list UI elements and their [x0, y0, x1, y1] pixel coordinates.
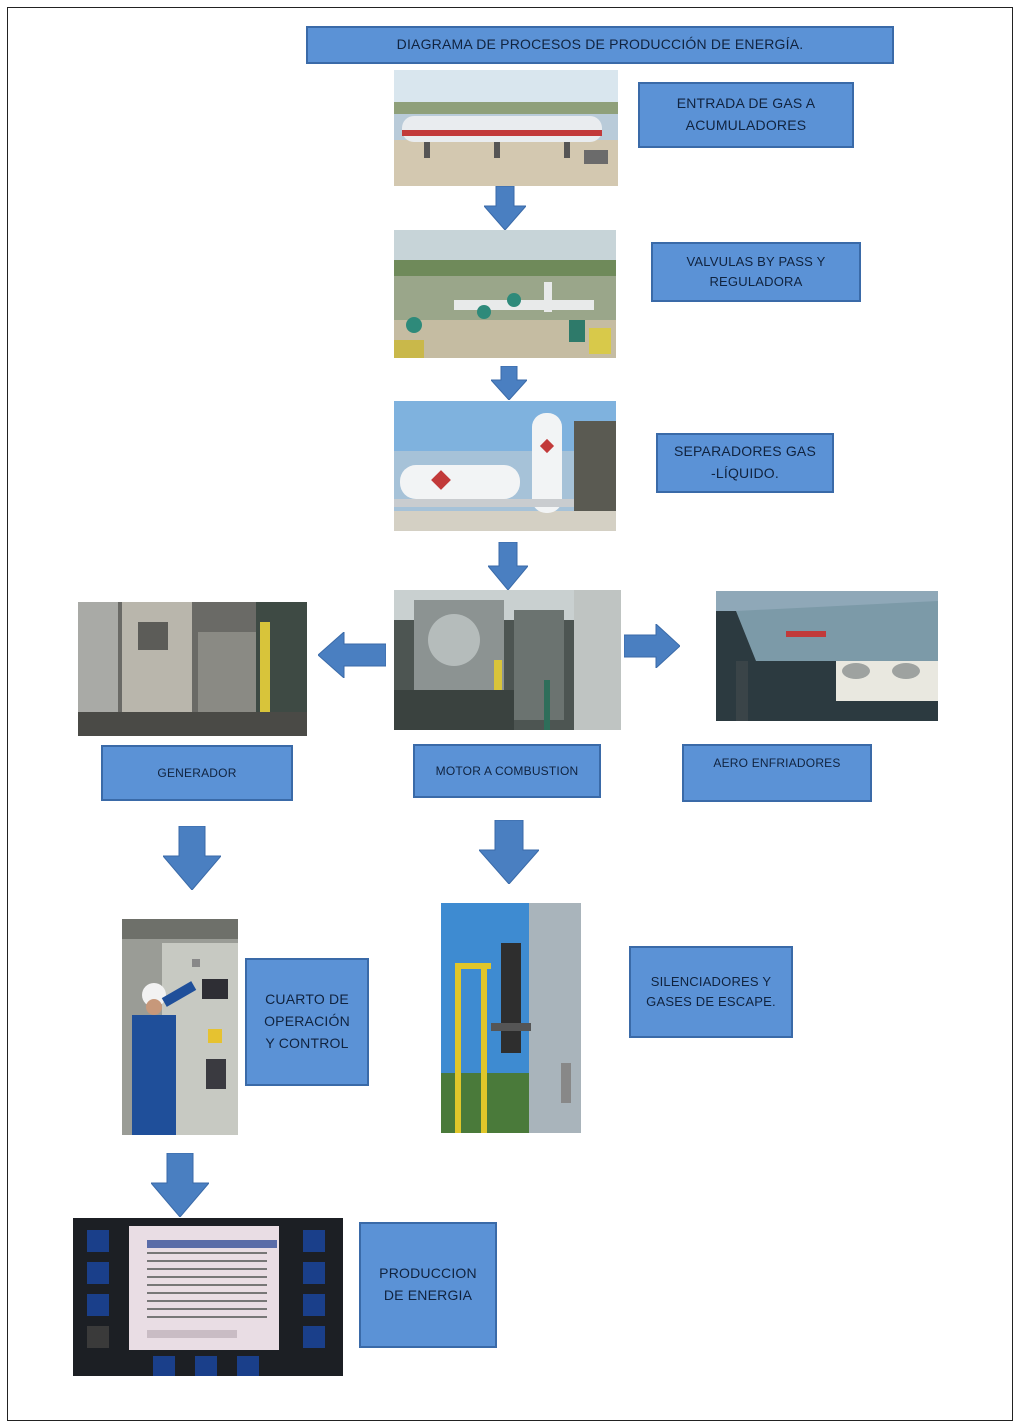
arrow-left-icon [318, 632, 386, 678]
arrow-down-icon [479, 820, 539, 884]
diagram-title-text: DIAGRAMA DE PROCESOS DE PRODUCCIÓN DE EN… [396, 36, 804, 53]
combustion-engine-photo [394, 590, 621, 730]
step-silenciadores-line1: SILENCIADORES Y [650, 973, 772, 989]
arrow-down-icon [491, 366, 527, 400]
arrow-down-icon [488, 542, 528, 590]
arrow-down-icon [163, 826, 221, 890]
step-generador: GENERADOR [101, 745, 293, 801]
page-frame [7, 7, 1013, 1421]
step-motor-text: MOTOR A COMBUSTION [435, 763, 579, 778]
bypass-valves-photo [394, 230, 616, 358]
control-panel-display-photo [73, 1218, 343, 1376]
step-silenciadores: SILENCIADORES Y GASES DE ESCAPE. [629, 946, 793, 1038]
step-separadores: SEPARADORES GAS -LÍQUIDO. [656, 433, 834, 493]
step-aero-text: AERO ENFRIADORES [713, 756, 841, 770]
step-valvulas: VALVULAS BY PASS Y REGULADORA [651, 242, 861, 302]
step-entrada-line2: ACUMULADORES [685, 117, 807, 133]
arrow-down-icon [484, 186, 526, 230]
diagram-title: DIAGRAMA DE PROCESOS DE PRODUCCIÓN DE EN… [306, 26, 894, 64]
step-entrada-line1: ENTRADA DE GAS A [676, 95, 816, 112]
step-cuarto-line1: CUARTO DE [265, 991, 349, 1008]
control-room-photo [122, 919, 238, 1135]
step-valvulas-line1: VALVULAS BY PASS Y [686, 253, 826, 269]
gas-accumulator-photo [394, 70, 618, 186]
arrow-down-icon [151, 1153, 209, 1217]
step-cuarto-line2: OPERACIÓN [264, 1013, 350, 1030]
arrow-right-icon [624, 624, 680, 668]
step-cuarto-control: CUARTO DE OPERACIÓN Y CONTROL [245, 958, 369, 1086]
step-produccion: PRODUCCION DE ENERGIA [359, 1222, 497, 1348]
step-cuarto-line3: Y CONTROL [265, 1034, 349, 1051]
step-motor: MOTOR A COMBUSTION [413, 744, 601, 798]
air-cooler-photo [716, 591, 938, 721]
exhaust-silencer-photo [441, 903, 581, 1133]
step-entrada-gas: ENTRADA DE GAS A ACUMULADORES [638, 82, 854, 148]
step-silenciadores-line2: GASES DE ESCAPE. [646, 994, 776, 1009]
step-produccion-line1: PRODUCCION [379, 1265, 477, 1282]
gas-liquid-separator-photo [394, 401, 616, 531]
step-valvulas-line2: REGULADORA [709, 274, 803, 289]
generator-photo [78, 602, 307, 736]
step-produccion-line2: DE ENERGIA [383, 1287, 473, 1303]
step-separadores-line2: -LÍQUIDO. [711, 465, 779, 481]
step-separadores-line1: SEPARADORES GAS [673, 443, 816, 460]
step-aero: AERO ENFRIADORES [682, 744, 872, 802]
step-generador-text: GENERADOR [157, 765, 237, 780]
